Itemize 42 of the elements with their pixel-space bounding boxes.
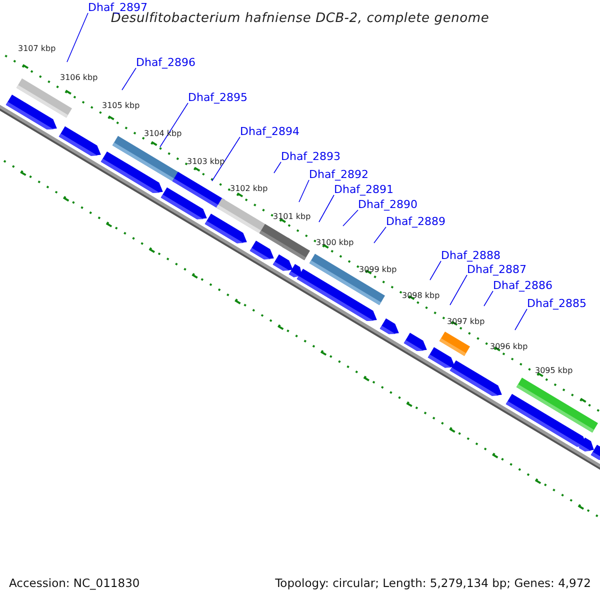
gene-label: Dhaf_2896 (136, 57, 196, 68)
scale-tick-label: 3096 kbp (490, 342, 528, 351)
leader-line (318, 194, 334, 222)
footer-text: Accession: NC_011830 (9, 576, 140, 590)
gene-label: Dhaf_2891 (334, 184, 394, 195)
scale-tick-label: 3098 kbp (402, 291, 440, 300)
scale-tick-label: 3107 kbp (18, 44, 56, 53)
scale-tick-label: 3106 kbp (60, 73, 98, 82)
chart-title: Desulfitobacterium hafniense DCB-2, complete genome (110, 11, 490, 26)
gene-label: Dhaf_2897 (88, 2, 148, 13)
leader-line (484, 290, 494, 306)
gene-label: Dhaf_2889 (386, 216, 446, 227)
leader-line (342, 210, 358, 226)
scale-tick-label: 3097 kbp (447, 317, 485, 326)
gene-label: Dhaf_2887 (467, 264, 527, 275)
gene-label: Dhaf_2886 (493, 280, 553, 291)
scale-tick-label: 3102 kbp (230, 184, 268, 193)
scale-tick-label: 3101 kbp (273, 212, 311, 221)
leader-line (450, 274, 468, 306)
leader-line (160, 102, 188, 148)
gene-label: Dhaf_2895 (188, 92, 248, 103)
leader-line (374, 226, 386, 244)
leader-line (66, 12, 88, 62)
gene-label: Dhaf_2894 (240, 126, 300, 137)
gene-label: Dhaf_2890 (358, 199, 418, 210)
leader-line (298, 180, 310, 202)
gene-label: Dhaf_2892 (309, 169, 369, 180)
gene-label: Dhaf_2893 (281, 151, 341, 162)
scale-tick-label: 3104 kbp (144, 129, 182, 138)
scale-tick-label: 3105 kbp (102, 101, 140, 110)
leader-line (514, 308, 528, 330)
leader-line (212, 136, 240, 182)
gene-label: Dhaf_2885 (527, 298, 587, 309)
gene-label: Dhaf_2888 (441, 250, 501, 261)
scale-tick-label: 3103 kbp (187, 157, 225, 166)
scale-tick-label: 3099 kbp (359, 265, 397, 274)
leader-line (274, 162, 282, 174)
scale-tick-label: 3100 kbp (316, 238, 354, 247)
footer-text: Topology: circular; Length: 5,279,134 bp; Genes: 4,972 (275, 576, 591, 590)
leader-line (430, 260, 442, 280)
leader-line (122, 68, 136, 90)
scale-tick-label: 3095 kbp (535, 366, 573, 375)
